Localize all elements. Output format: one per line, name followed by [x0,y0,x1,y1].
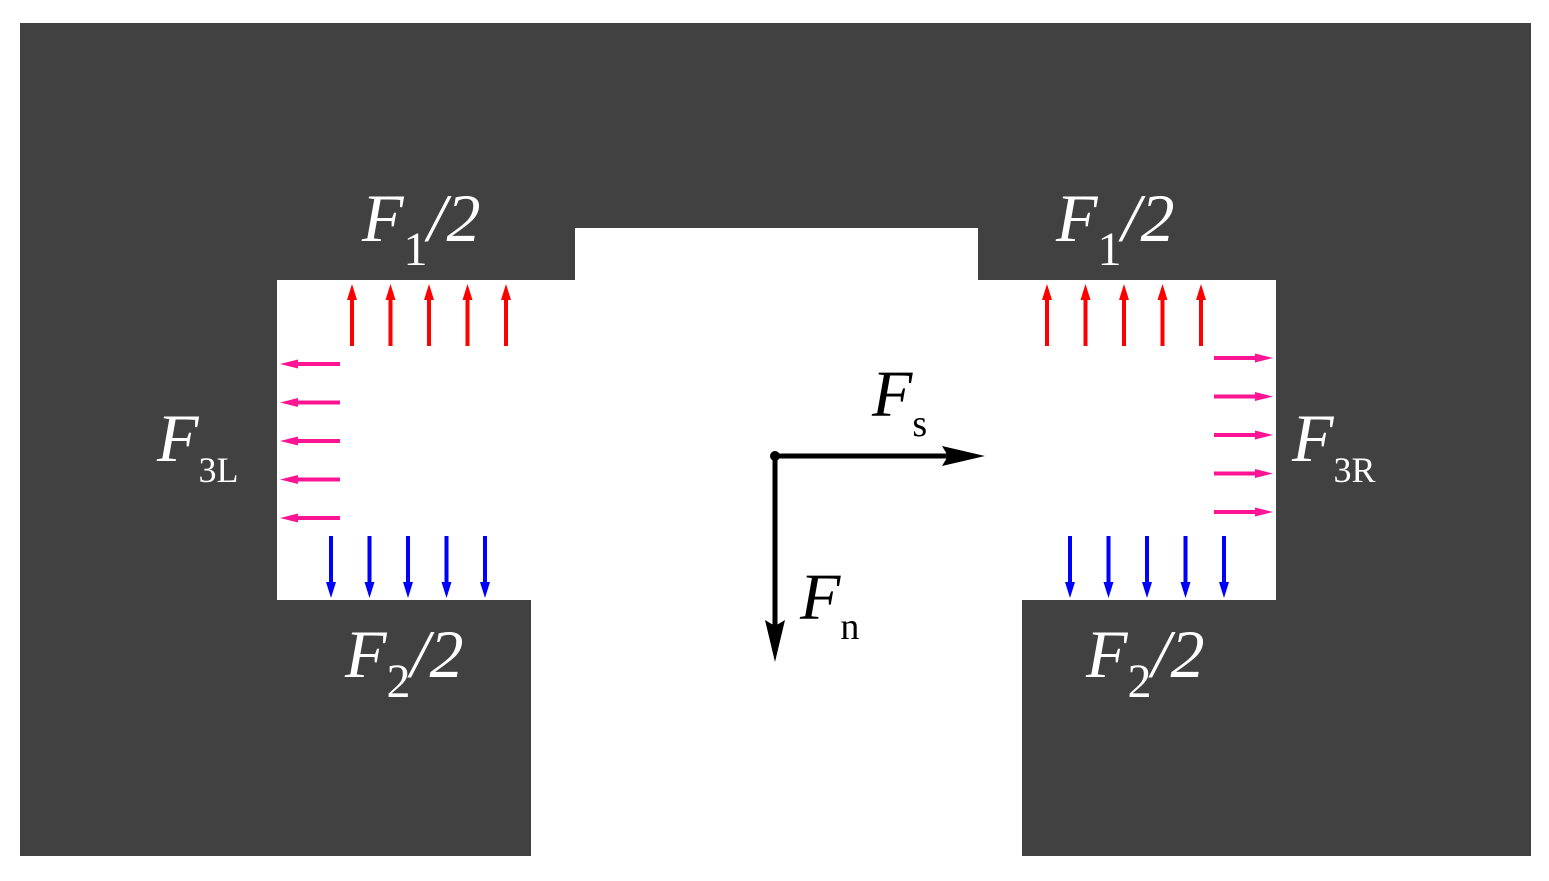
f3-left-arrow-5 [280,513,340,523]
f1-right-arrow-1 [1042,284,1052,346]
f1-left-arrow-3 [424,284,434,346]
f1-right-arrow-3 [1119,284,1129,346]
f1-right-arrow-5 [1196,284,1206,346]
f3-left-arrow-1 [280,359,340,369]
f3-right-arrow-2 [1214,392,1273,401]
fs-arrow-head [942,446,985,466]
f2-left-arrow-3 [403,536,413,598]
f3-left-arrow-2 [280,398,340,407]
f3-right-arrows [1214,353,1273,517]
dark-body [20,23,1531,856]
label-f1-right: F1/2 [1055,180,1174,276]
f3-left-arrow-3 [280,436,340,446]
f2-right-arrow-1 [1065,536,1075,598]
label-f3-right: F3R [1291,400,1376,490]
f1-left-arrow-1 [347,284,357,346]
f2-left-arrow-5 [480,536,490,598]
f1-left-arrows [347,284,511,346]
f2-right-arrow-2 [1103,536,1114,598]
f2-right-arrow-4 [1180,536,1191,598]
f1-left-arrow-4 [462,284,473,346]
label-f2-right: F2/2 [1085,616,1204,708]
f1-left-arrow-5 [501,284,511,346]
label-f2-left: F2/2 [344,616,463,708]
f2-left-arrow-1 [326,536,336,598]
f2-left-arrow-4 [441,536,452,598]
label-f1-left: F1/2 [361,180,480,276]
f1-right-arrow-4 [1157,284,1168,346]
f2-right-arrow-5 [1219,536,1229,598]
fn-arrow-head [765,620,785,662]
f1-right-arrow-2 [1080,284,1091,346]
f1-left-arrow-2 [385,284,396,346]
f2-right-arrow-3 [1142,536,1152,598]
f2-left-arrow-2 [364,536,375,598]
f3-right-arrow-1 [1214,353,1273,363]
f3-left-arrow-4 [280,475,340,484]
f2-left-arrows [326,536,490,598]
label-fn: Fn [799,561,859,648]
f2-right-arrows [1065,536,1229,598]
label-fs: Fs [871,358,927,445]
label-f3-left: F3L [156,400,239,490]
f1-right-arrows [1042,284,1206,346]
resultant-forces [765,446,985,662]
f3-right-arrow-3 [1214,430,1273,440]
f3-left-arrows [280,359,340,523]
f3-right-arrow-4 [1214,469,1273,478]
f3-right-arrow-5 [1214,507,1273,517]
